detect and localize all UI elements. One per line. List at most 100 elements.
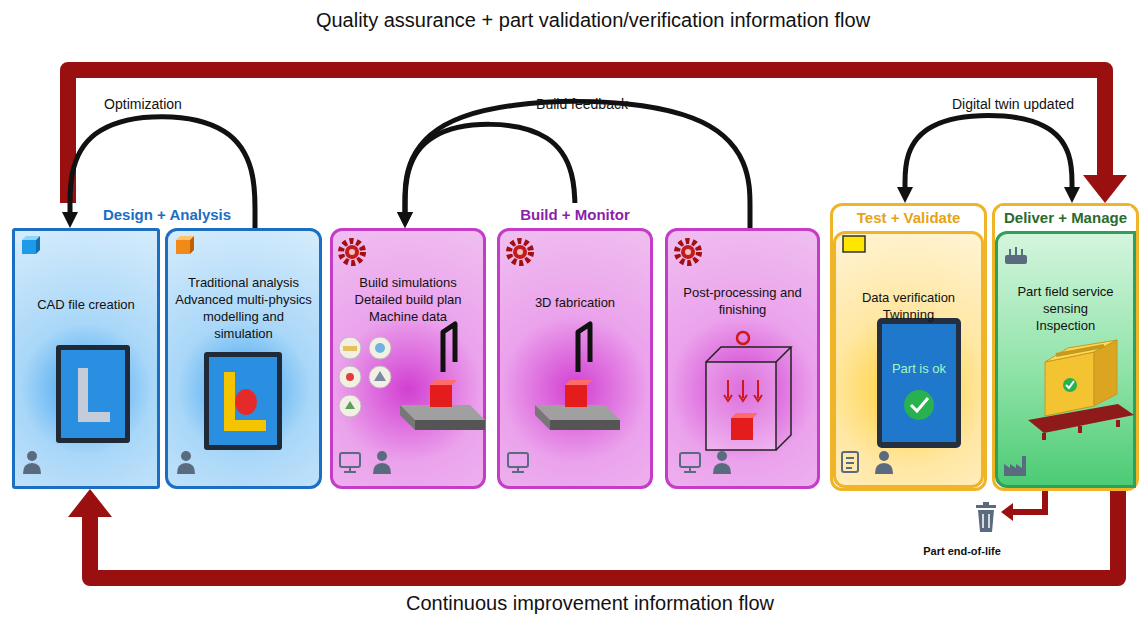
process-icon-mark	[346, 373, 354, 381]
printed-part	[565, 385, 587, 407]
cube-icon-side	[190, 236, 194, 254]
sensor-icon	[1005, 247, 1027, 264]
printed-part	[430, 385, 452, 407]
note-icon	[843, 236, 865, 252]
person-body	[177, 463, 195, 474]
computer-stand	[344, 467, 356, 472]
stage-node: Deliver + ManagePart field service sensi…	[992, 203, 1139, 491]
person-body	[875, 463, 893, 474]
report-icon	[842, 452, 858, 472]
sensor-body	[1005, 255, 1027, 264]
feedback-arrow	[905, 116, 1072, 197]
flow-label: Build feedback	[536, 96, 628, 112]
box-text: 3D fabrication	[507, 295, 643, 312]
person-head	[27, 451, 37, 461]
box-text: Detailed build plan	[340, 292, 476, 309]
person-head	[717, 451, 727, 461]
part-outline	[78, 368, 110, 422]
trash-lid	[976, 505, 996, 508]
print-nozzle	[443, 324, 455, 372]
person-icon	[373, 451, 391, 474]
process-icon-mark	[345, 401, 355, 409]
gear-icon	[677, 241, 699, 263]
gear-hole	[517, 249, 523, 255]
process-icon-mark	[375, 343, 385, 353]
build-plate-side	[400, 405, 415, 430]
computer-screen	[340, 453, 360, 467]
print-nozzle	[578, 324, 590, 372]
gear-icon	[341, 241, 363, 263]
panel-text: Twinning	[843, 307, 974, 324]
heading-band: Test + Validate	[833, 206, 984, 231]
build-plate-front	[550, 420, 620, 430]
trash-ribs	[983, 514, 989, 528]
cube-icon	[22, 240, 36, 254]
package-tape	[1056, 346, 1104, 355]
cube-icon-side	[36, 236, 40, 254]
label-holder: Continuous improvement information flow	[406, 592, 774, 615]
stage-group: Build + MonitorBuild simulationsDetailed…	[328, 203, 822, 491]
person-head	[181, 451, 191, 461]
feedback-arrow	[405, 101, 750, 228]
gear-icon	[509, 241, 531, 263]
gear-body	[513, 245, 527, 259]
process-box: Data verificationTwinning	[833, 231, 984, 488]
person-head	[879, 451, 889, 461]
end-of-life-head	[1001, 503, 1013, 521]
label-holder: Part end-of-life	[923, 545, 1001, 557]
box-text: Traditional analysis	[175, 275, 312, 292]
feedback-arrow	[70, 117, 255, 228]
build-plate-top	[400, 405, 485, 420]
person-head	[377, 451, 387, 461]
person-icon	[713, 451, 731, 474]
box-text: CAD file creation	[22, 297, 150, 314]
heading-band: Design + Analysis	[10, 203, 324, 228]
treated-part-top	[731, 413, 758, 418]
package-check	[1063, 378, 1077, 392]
trash-icon	[976, 502, 996, 532]
process-icon	[369, 337, 391, 359]
flow-arrow	[405, 101, 750, 228]
trash-handle	[983, 502, 989, 505]
stage-node: Test + ValidateData verificationTwinning	[830, 203, 987, 491]
computer-icon	[340, 453, 360, 472]
process-box: Build simulationsDetailed build planMach…	[330, 228, 486, 489]
computer-icon	[680, 453, 700, 472]
note-label: Part end-of-life	[923, 545, 1001, 557]
stage-group: Design + AnalysisCAD file creation Tradit…	[10, 203, 324, 491]
furnace-edges	[706, 347, 791, 450]
label-holder: Digital twin updated	[952, 96, 1074, 112]
trash-body	[978, 510, 994, 532]
flow-band-head	[68, 489, 112, 517]
computer-icon	[508, 453, 528, 472]
stage-heading: Test + Validate	[853, 206, 965, 231]
label-holder: Optimization	[104, 96, 182, 112]
flow-band	[68, 70, 1105, 203]
stage-heading: Deliver + Manage	[1000, 206, 1131, 231]
build-plate-side	[535, 405, 550, 430]
monitor-frame	[204, 352, 282, 450]
cube-icon-top	[22, 236, 40, 240]
monitor-screen	[209, 357, 277, 445]
label-holder: Build feedback	[536, 96, 628, 112]
person-icon	[23, 451, 41, 474]
box-text: Post-processing and finishing	[675, 285, 810, 319]
treated-part	[731, 418, 753, 440]
gear-body	[345, 245, 359, 259]
package-check-mark	[1066, 381, 1074, 388]
monitor-screen	[61, 350, 125, 438]
printed-part-top	[430, 380, 457, 385]
panel-text: Inspection	[1005, 318, 1126, 335]
factory-icon	[1004, 456, 1026, 476]
label-holder: Part is ok	[892, 361, 946, 376]
box-text: Advanced multi-physics modelling and sim…	[175, 292, 312, 343]
package-top	[1045, 340, 1117, 362]
gear-body	[681, 245, 695, 259]
report-sheet	[842, 452, 858, 472]
sensor-pins	[1010, 247, 1022, 255]
printed-part-top	[565, 380, 592, 385]
person-body	[23, 463, 41, 474]
heat-arrows	[728, 380, 758, 398]
big-label: Continuous improvement information flow	[406, 592, 774, 615]
